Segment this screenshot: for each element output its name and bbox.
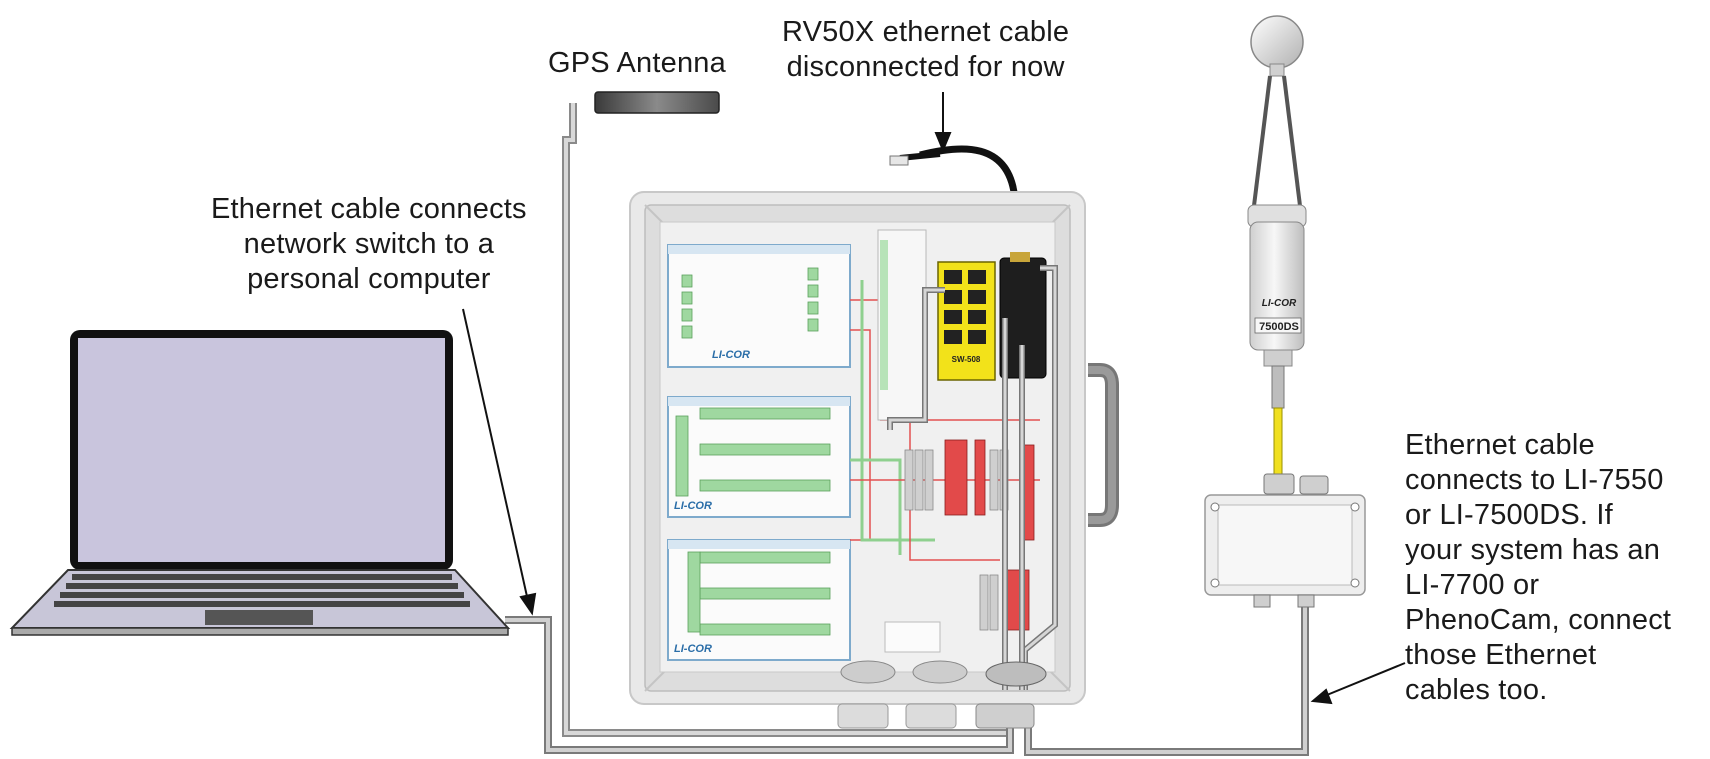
module-3-brand: LI-COR: [674, 643, 712, 655]
pc-cable-label: Ethernet cable connects network switch t…: [211, 193, 527, 295]
gps-antenna-label: GPS Antenna: [548, 47, 726, 79]
switch-model-label: SW-508: [952, 355, 981, 364]
cable-glands: [837, 660, 1047, 729]
smartflux-module-3: LI-COR: [667, 539, 851, 661]
callout-pointers: [462, 92, 1406, 705]
smartflux-module-2: LI-COR: [667, 396, 851, 518]
data-recorder-module: LI-COR: [667, 244, 851, 368]
label-plate: [884, 621, 941, 653]
laptop-icon: [9, 330, 511, 636]
analyzer-cable-label: Ethernet cable connects to LI-7550 or LI…: [1405, 429, 1672, 706]
power-module: [877, 229, 927, 421]
junction-box-icon: [1204, 473, 1366, 608]
analyzer-brand-label: LI-COR: [1262, 298, 1297, 309]
gps-antenna-icon: [594, 91, 720, 114]
rv50x-cable-label: RV50X ethernet cable disconnected for no…: [782, 16, 1070, 83]
network-switch-icon: SW-508: [937, 261, 996, 381]
gas-analyzer-icon: 7500DS LI-COR: [1247, 15, 1307, 475]
module-2-brand: LI-COR: [674, 500, 712, 512]
analyzer-model-label: 7500DS: [1259, 321, 1299, 333]
enclosure-handle: [1088, 363, 1119, 527]
enclosure: LI-COR LI-COR LI-COR: [629, 191, 1119, 729]
pc-ethernet-cable: [505, 616, 1014, 754]
module-1-brand: LI-COR: [712, 349, 750, 361]
